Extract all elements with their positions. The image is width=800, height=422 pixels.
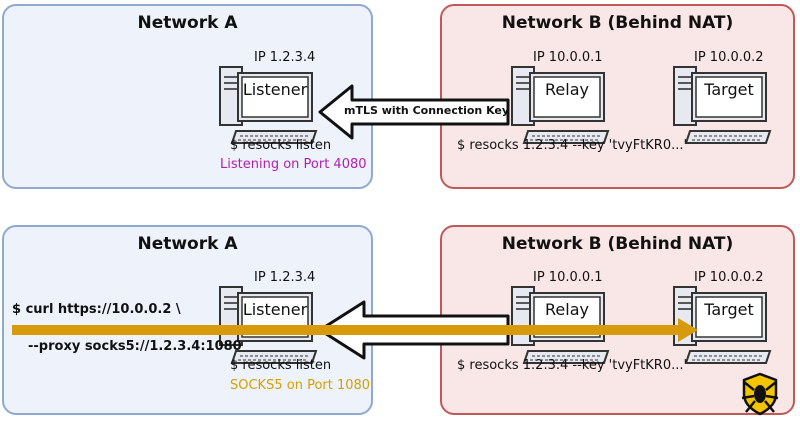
- curl-command-line-2: --proxy socks5://1.2.3.4:1080: [28, 339, 242, 354]
- curl-command-line-1: $ curl https://10.0.0.2 \: [12, 302, 181, 317]
- bottom-relay-label: Relay: [545, 300, 589, 319]
- bottom-relay-ip: IP 10.0.0.1: [533, 270, 603, 285]
- top-network-b-title: Network B (Behind NAT): [501, 13, 734, 33]
- top-listening-note: Listening on Port 4080: [220, 157, 367, 172]
- top-target-computer-icon: [673, 66, 771, 144]
- top-listener-ip: IP 1.2.3.4: [254, 50, 316, 65]
- bottom-relay-command: $ resocks 1.2.3.4 --key 'tvyFtKR0...': [457, 358, 688, 373]
- bottom-listener-command: $ resocks listen: [230, 358, 332, 373]
- spider-shield-logo-icon: [741, 372, 779, 416]
- top-relay-ip: IP 10.0.0.1: [533, 50, 603, 65]
- top-relay-command: $ resocks 1.2.3.4 --key 'tvyFtKR0...': [457, 138, 688, 153]
- bottom-listener-label: Listener: [242, 300, 308, 319]
- top-mtls-arrow: [318, 84, 510, 140]
- bottom-target-ip: IP 10.0.0.2: [694, 270, 764, 285]
- bottom-listener-ip: IP 1.2.3.4: [254, 270, 316, 285]
- bottom-network-b-title: Network B (Behind NAT): [501, 234, 734, 254]
- bottom-target-label: Target: [704, 300, 754, 319]
- bottom-socks-note: SOCKS5 on Port 1080: [230, 378, 371, 393]
- top-listener-command: $ resocks listen: [230, 138, 332, 153]
- top-relay-computer-icon: [511, 66, 609, 144]
- top-relay-label: Relay: [545, 80, 589, 99]
- top-target-label: Target: [704, 80, 754, 99]
- top-target-ip: IP 10.0.0.2: [694, 50, 764, 65]
- top-listener-computer-icon: [219, 66, 317, 144]
- traffic-arrow: [12, 318, 698, 342]
- top-listener-label: Listener: [242, 80, 308, 99]
- top-arrow-label: mTLS with Connection Key: [344, 104, 510, 117]
- top-network-a-title: Network A: [137, 13, 238, 33]
- bottom-network-a-title: Network A: [137, 234, 238, 254]
